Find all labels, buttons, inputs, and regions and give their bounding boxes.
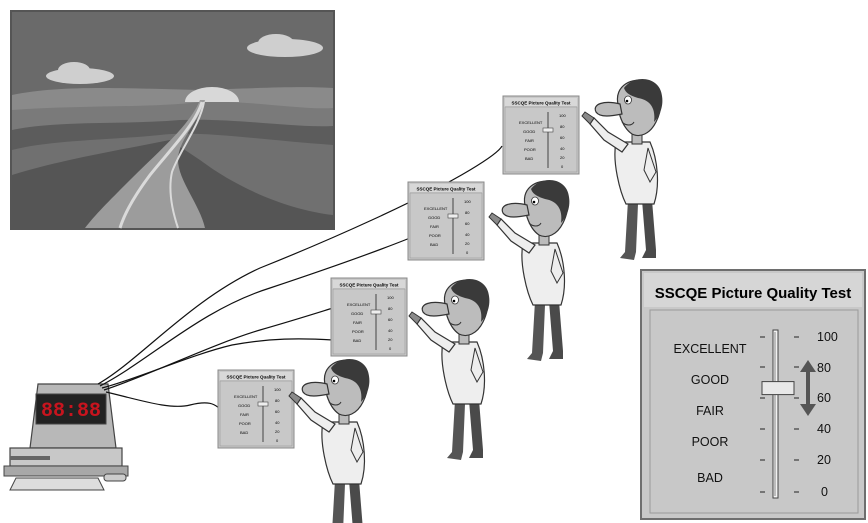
rating-fair: FAIR [696,404,724,418]
rating-good: GOOD [691,373,729,387]
scale-20: 20 [817,453,831,467]
scale-60: 60 [817,391,831,405]
mini-panel-1 [503,96,579,174]
mini-panel-2 [408,182,484,260]
viewer-2 [489,180,569,361]
computer-display-text: 88:88 [41,400,101,423]
panel-title: SSCQE Picture Quality Test [655,285,851,302]
rating-bad: BAD [697,471,723,485]
scale-80: 80 [817,361,831,375]
scale-0: 0 [821,485,828,499]
sscqe-panel: SSCQE Picture Quality Test EXCELLENT GOO… [641,270,865,519]
landscape-picture [11,11,334,229]
rating-poor: POOR [692,435,729,449]
viewer-1 [582,79,662,260]
scale-40: 40 [817,422,831,436]
slider-thumb[interactable] [762,382,794,395]
viewer-4 [289,359,369,523]
rating-excellent: EXCELLENT [674,342,747,356]
viewer-3 [409,279,489,460]
computer: 88:88 [4,384,128,490]
mini-panel-3 [331,278,407,356]
scale-100: 100 [817,330,838,344]
mini-panel-4 [218,370,294,448]
